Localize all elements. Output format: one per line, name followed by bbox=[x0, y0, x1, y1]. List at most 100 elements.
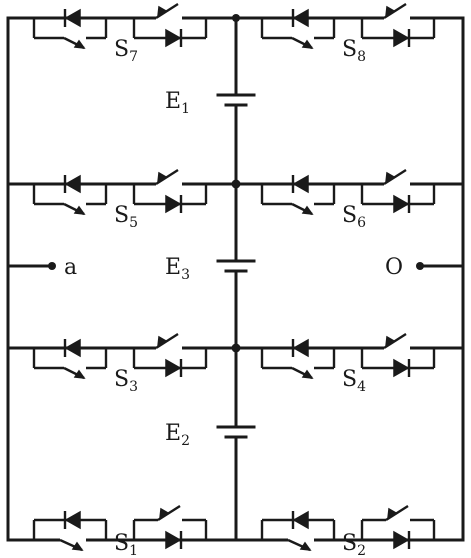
switch-letter: S bbox=[114, 367, 129, 392]
diode-icon bbox=[393, 194, 410, 214]
diode-icon bbox=[64, 510, 81, 530]
switch-letter: S bbox=[342, 367, 357, 392]
diode-icon bbox=[292, 510, 309, 530]
switch-subscript: 3 bbox=[129, 379, 138, 395]
diode-icon bbox=[64, 8, 81, 28]
diode-icon bbox=[165, 358, 182, 378]
battery-subscript: 1 bbox=[181, 101, 190, 117]
battery-subscript: 2 bbox=[181, 433, 190, 449]
switch-arrow-icon bbox=[301, 369, 314, 379]
switch-letter: S bbox=[342, 203, 357, 228]
terminal-a: a bbox=[6, 255, 77, 280]
switch-arrow-icon bbox=[73, 205, 86, 215]
battery-label-e2: E2 bbox=[165, 421, 190, 449]
switch-cell-s5: S5 bbox=[32, 168, 208, 231]
switch-label-s1: S1 bbox=[114, 531, 138, 558]
switch-arrow-icon bbox=[73, 39, 86, 49]
switch-letter: S bbox=[114, 203, 129, 228]
switch-cell-s4: S4 bbox=[260, 332, 436, 395]
switch-arrow-icon bbox=[385, 171, 396, 184]
battery-subscript: 3 bbox=[181, 267, 190, 283]
switch-cell-s8: S8 bbox=[260, 2, 436, 65]
switch-arrow-icon bbox=[157, 171, 168, 184]
switch-label-s7: S7 bbox=[114, 37, 138, 65]
switch-letter: S bbox=[342, 531, 357, 556]
diode-icon bbox=[292, 174, 309, 194]
battery-letter: E bbox=[165, 255, 181, 280]
switch-arrow-icon bbox=[157, 335, 168, 348]
switch-label-s3: S3 bbox=[114, 367, 138, 395]
switch-label-s6: S6 bbox=[342, 203, 366, 231]
terminal-o-dot bbox=[416, 262, 424, 270]
switch-arrow-icon bbox=[159, 507, 170, 520]
switch-gap bbox=[156, 345, 182, 351]
battery-gap bbox=[230, 426, 242, 438]
switch-gap bbox=[288, 537, 314, 543]
diode-icon bbox=[64, 338, 81, 358]
switch-label-s2: S2 bbox=[342, 531, 366, 558]
terminal-o-label: O bbox=[385, 255, 403, 280]
switch-arrow-icon bbox=[301, 205, 314, 215]
switch-subscript: 1 bbox=[129, 543, 138, 558]
switch-cell-s7: S7 bbox=[32, 2, 208, 65]
battery-gap bbox=[230, 260, 242, 272]
battery-letter: E bbox=[165, 421, 181, 446]
battery-gap bbox=[230, 94, 242, 106]
diode-icon bbox=[292, 338, 309, 358]
switch-subscript: 8 bbox=[357, 49, 366, 65]
terminal-a-label: a bbox=[64, 255, 77, 280]
node-top bbox=[232, 14, 240, 22]
switch-cell-s6: S6 bbox=[260, 168, 436, 231]
switch-gap bbox=[156, 15, 182, 21]
diode-icon bbox=[393, 28, 410, 48]
diode-icon bbox=[165, 194, 182, 214]
switch-arrow-icon bbox=[73, 369, 86, 379]
node-upper bbox=[231, 179, 241, 189]
switch-gap bbox=[384, 345, 410, 351]
switch-label-s8: S8 bbox=[342, 37, 366, 65]
battery-e2: E2 bbox=[165, 421, 256, 449]
battery-label-e1: E1 bbox=[165, 89, 190, 117]
switch-cell-s2: S2 bbox=[260, 504, 436, 558]
node-lower bbox=[231, 343, 241, 353]
diode-icon bbox=[393, 530, 410, 550]
switch-arrow-icon bbox=[385, 335, 396, 348]
battery-letter: E bbox=[165, 89, 181, 114]
switch-subscript: 5 bbox=[129, 215, 138, 231]
terminal-o: O bbox=[385, 255, 465, 280]
diode-icon bbox=[292, 8, 309, 28]
battery-e3: E3 bbox=[165, 255, 256, 283]
diode-icon bbox=[165, 530, 182, 550]
switch-gap bbox=[384, 181, 410, 187]
switch-cell-s1: S1 bbox=[32, 504, 208, 558]
switch-subscript: 4 bbox=[357, 379, 366, 395]
switch-gap bbox=[384, 15, 410, 21]
nodes bbox=[231, 14, 241, 353]
switch-arrow-icon bbox=[387, 507, 398, 520]
switch-letter: S bbox=[342, 37, 357, 62]
diode-icon bbox=[165, 28, 182, 48]
battery-e1: E1 bbox=[165, 89, 256, 117]
terminal-a-dot bbox=[48, 262, 56, 270]
switch-subscript: 2 bbox=[357, 543, 366, 558]
diode-icon bbox=[393, 358, 410, 378]
switch-label-s4: S4 bbox=[342, 367, 366, 395]
switch-gap bbox=[156, 181, 182, 187]
battery-label-e3: E3 bbox=[165, 255, 190, 283]
diode-icon bbox=[64, 174, 81, 194]
switch-arrow-icon bbox=[71, 541, 84, 551]
switch-subscript: 7 bbox=[129, 49, 138, 65]
switch-arrow-icon bbox=[385, 5, 396, 18]
switch-label-s5: S5 bbox=[114, 203, 138, 231]
switch-cell-s3: S3 bbox=[32, 332, 208, 395]
switch-letter: S bbox=[114, 37, 129, 62]
switch-subscript: 6 bbox=[357, 215, 366, 231]
switch-gap bbox=[60, 537, 86, 543]
switch-arrow-icon bbox=[157, 5, 168, 18]
switch-arrow-icon bbox=[301, 39, 314, 49]
switch-letter: S bbox=[114, 531, 129, 556]
